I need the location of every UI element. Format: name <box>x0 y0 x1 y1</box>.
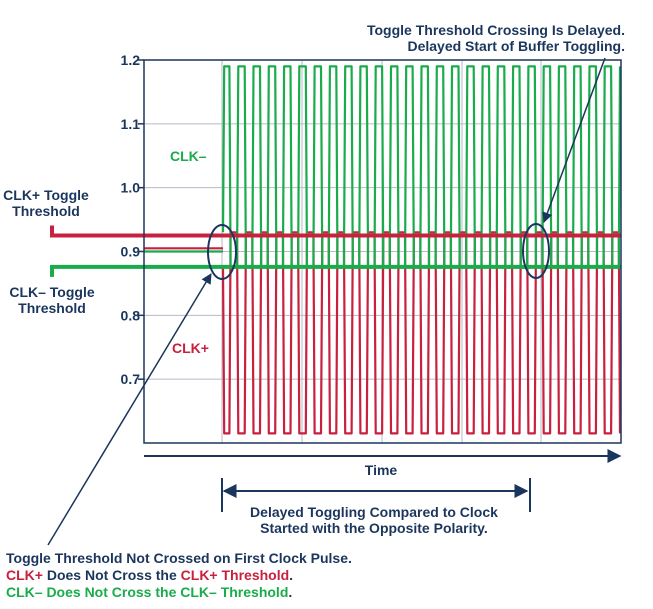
y-tick-label: 1.1 <box>121 116 141 132</box>
leader-delayed-crossing <box>542 57 606 223</box>
annotation-bottom-line1-part1: Toggle Threshold Not Crossed on First Cl… <box>6 550 352 566</box>
annotations <box>47 57 622 546</box>
y-tick-label: 1.2 <box>121 52 141 68</box>
annotation-delay-span-line2: Started with the Opposite Polarity. <box>260 520 488 536</box>
delayed-crossing-ellipse <box>522 223 550 279</box>
threshold-clk-minus-line <box>50 264 621 277</box>
clk-plus-threshold-label-line1: CLK+ Toggle <box>3 187 89 203</box>
series-clk-plus-line <box>221 231 622 435</box>
annotation-bottom-line3: CLK– Does Not Cross the CLK– Threshold. <box>6 584 292 600</box>
annotation-bottom-line2-part4: . <box>289 567 293 583</box>
first-pulse-ellipse <box>207 224 237 280</box>
annotation-delayed-crossing-line1: Toggle Threshold Crossing Is Delayed. <box>367 22 625 38</box>
y-tick-label: 1.0 <box>121 180 141 196</box>
annotation-bottom-line2-part3: CLK+ Threshold <box>181 567 290 583</box>
y-tick-label: 0.7 <box>121 371 141 387</box>
threshold-clk-plus-line <box>50 225 621 238</box>
y-axis-ticks: 0.7 0.8 0.9 1.0 1.1 1.2 <box>121 52 144 387</box>
annotation-bottom-line3-part2: CLK– Threshold <box>180 584 288 600</box>
annotation-bottom-line3-part1: CLK– Does Not Cross the <box>6 584 180 600</box>
annotation-bottom-line2-part1: CLK+ <box>6 567 43 583</box>
plot-border <box>143 59 622 444</box>
leader-first-pulse <box>47 273 212 546</box>
clk-minus-threshold-label-line1: CLK– Toggle <box>9 284 95 300</box>
clk-minus-threshold-label-line2: Threshold <box>18 300 86 316</box>
plot-frame <box>143 59 622 444</box>
annotation-delayed-crossing-line2: Delayed Start of Buffer Toggling. <box>407 38 625 54</box>
annotation-bottom-line2: CLK+ Does Not Cross the CLK+ Threshold. <box>6 567 293 583</box>
annotation-bottom-line3-part3: . <box>288 584 292 600</box>
y-tick-label: 0.8 <box>121 307 141 323</box>
x-axis-label: Time <box>365 462 398 478</box>
annotation-delay-span-line1: Delayed Toggling Compared to Clock <box>250 504 498 520</box>
series-label-clk-plus: CLK+ <box>172 340 209 356</box>
series-label-clk-minus: CLK– <box>170 148 207 164</box>
y-tick-label: 0.9 <box>121 244 141 260</box>
clk-plus-threshold-label-line2: Threshold <box>12 203 80 219</box>
annotation-bottom-line1: Toggle Threshold Not Crossed on First Cl… <box>6 550 352 566</box>
annotation-bottom-line2-part2: Does Not Cross the <box>43 567 181 583</box>
threshold-lines <box>50 225 621 277</box>
